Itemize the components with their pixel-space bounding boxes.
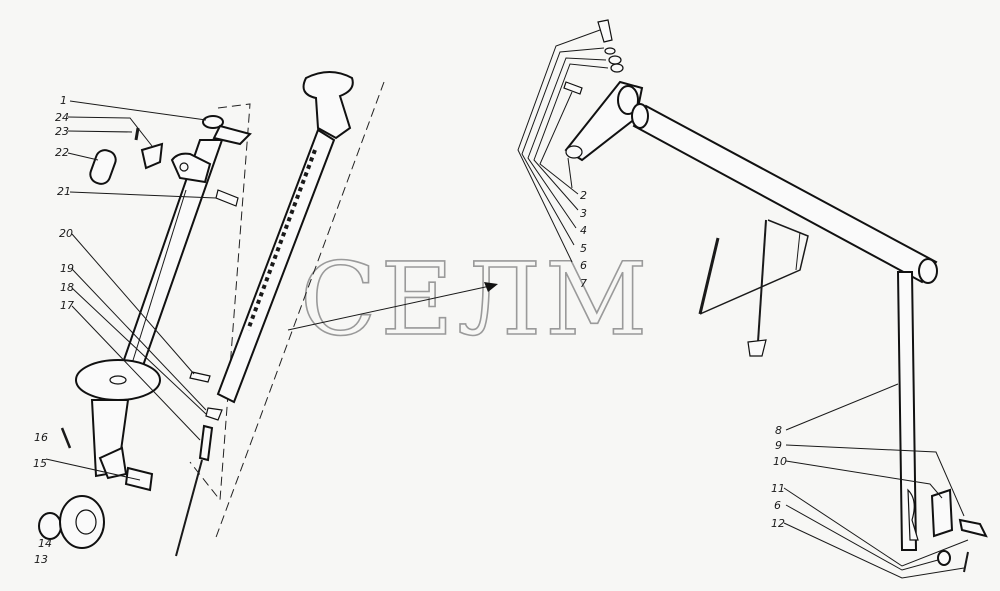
steering-column-assembly (38, 71, 498, 557)
left-callouts: 1 24 23 22 21 20 19 18 17 16 15 14 13 (33, 94, 74, 566)
callout-9: 9 (775, 439, 782, 452)
callout-5: 5 (580, 242, 587, 255)
right-leader-lines (517, 29, 969, 579)
brake-lever-assembly (563, 19, 988, 573)
callout-1: 1 (60, 94, 67, 107)
callout-12: 12 (771, 517, 785, 530)
callout-15: 15 (33, 457, 47, 470)
rack-teeth (246, 149, 317, 331)
callout-21: 21 (57, 185, 71, 198)
callout-22: 22 (55, 146, 69, 159)
callout-14: 14 (38, 537, 52, 550)
callout-8: 8 (775, 424, 782, 437)
right-callouts: 2 3 4 5 6 7 8 9 10 11 6 12 (580, 189, 787, 530)
callout-24: 24 (55, 111, 69, 124)
callout-6: 6 (580, 259, 587, 272)
callout-16: 16 (34, 431, 48, 444)
callout-20: 20 (59, 227, 73, 240)
callout-4: 4 (580, 224, 587, 237)
callout-23: 23 (55, 125, 69, 138)
callout-13: 13 (34, 553, 48, 566)
callout-19: 19 (60, 262, 74, 275)
callout-3: 3 (580, 207, 587, 220)
callout-17: 17 (60, 299, 74, 312)
watermark-logo: СЕЛМ (300, 241, 651, 358)
callout-2: 2 (580, 189, 587, 202)
callout-11: 11 (771, 482, 785, 495)
callout-18: 18 (60, 281, 74, 294)
callout-7: 7 (580, 277, 587, 290)
callout-10: 10 (773, 455, 787, 468)
callout-6b: 6 (774, 499, 781, 512)
left-leader-lines (45, 100, 217, 481)
